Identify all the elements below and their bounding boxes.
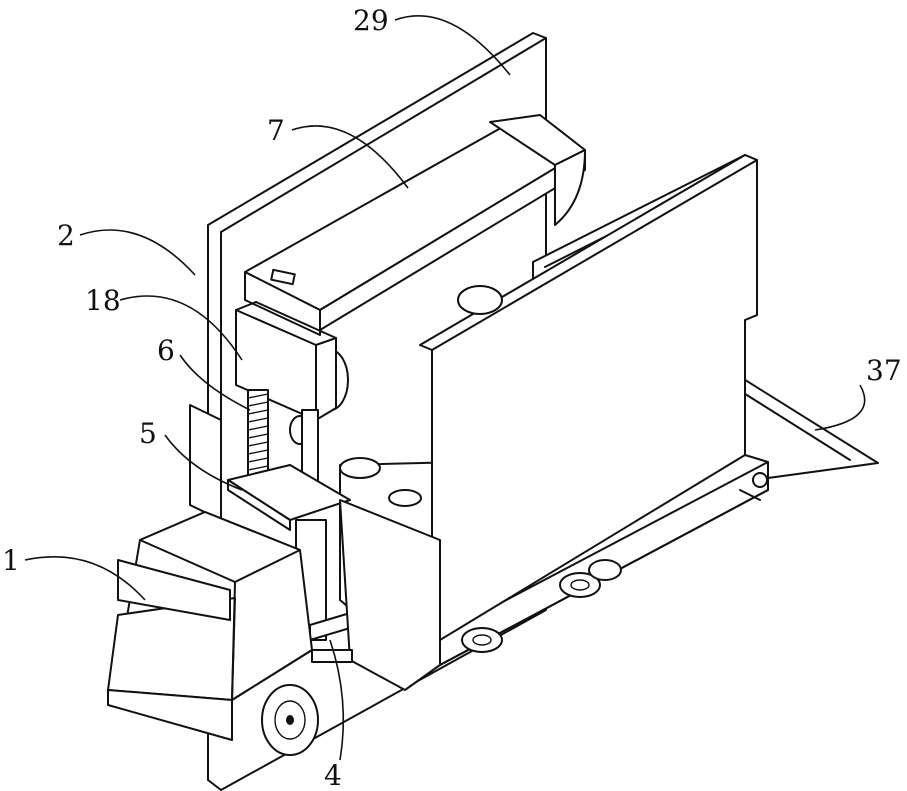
- label-5: 5: [139, 417, 157, 450]
- label-2: 2: [57, 219, 75, 252]
- label-7: 7: [267, 114, 285, 147]
- label-4: 4: [324, 759, 342, 791]
- label-18: 18: [85, 284, 121, 317]
- label-37: 37: [866, 354, 902, 387]
- label-29: 29: [353, 4, 389, 37]
- label-1: 1: [2, 544, 20, 577]
- label-6: 6: [157, 334, 175, 367]
